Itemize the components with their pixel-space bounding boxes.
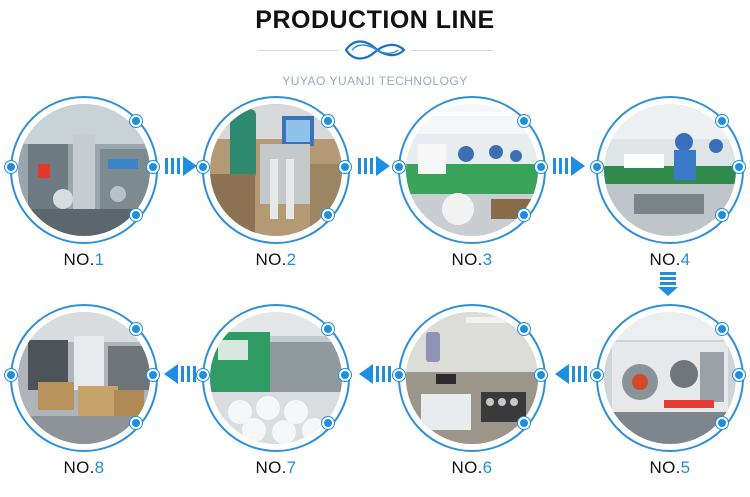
title-divider-right [412,50,492,51]
connector-dot [322,323,334,335]
triple-chevron-arrow-icon [553,156,585,176]
wave-emblem-icon [344,40,406,60]
connector-dot [591,369,603,381]
connector-dot [5,369,17,381]
connector-dot [591,161,603,173]
step-7 [197,304,351,452]
step-label-6: NO.6 [451,458,493,477]
step-label-2: NO.2 [255,250,297,269]
connector-dot [733,369,745,381]
page-title: PRODUCTION LINE [255,6,495,34]
printing-machine-photo [604,312,736,444]
connector-dot [716,323,728,335]
step-label-4: NO.4 [649,250,691,269]
connector-dot [130,323,142,335]
connector-dot [130,209,142,221]
triple-chevron-arrow-icon [359,364,391,384]
connector-dot [518,209,530,221]
connector-dot [518,417,530,429]
connector-dot [518,323,530,335]
connector-dot [322,209,334,221]
connector-dot [147,369,159,381]
connector-dot [535,161,547,173]
step-label-3: NO.3 [451,250,493,269]
triple-chevron-arrow-icon [165,156,197,176]
triple-chevron-arrow-icon [164,364,196,384]
triple-chevron-arrow-icon [658,272,678,296]
triple-chevron-arrow-icon [555,364,587,384]
step-5 [591,304,745,452]
connector-dot [130,417,142,429]
connector-dot [733,161,745,173]
page-subtitle: YUYAO YUANJI TECHNOLOGY [282,74,468,88]
step-label-1: NO.1 [63,250,105,269]
triple-chevron-arrow-icon [358,156,390,176]
connector-dot [197,369,209,381]
connector-dot [518,115,530,127]
connector-dot [147,161,159,173]
connector-dot [339,161,351,173]
connector-dot [535,369,547,381]
step-6 [393,304,547,452]
step-4 [591,96,745,244]
connector-dot [393,369,405,381]
connector-dot [393,161,405,173]
step-8 [5,304,159,452]
connector-dot [716,209,728,221]
step-label-7: NO.7 [255,458,297,477]
title-divider-left [258,50,338,51]
connector-dot [716,417,728,429]
connector-dot [339,369,351,381]
connector-dot [130,115,142,127]
step-3 [393,96,547,244]
connector-dot [197,161,209,173]
connector-dot [322,115,334,127]
step-1 [5,96,159,244]
connector-dot [322,417,334,429]
step-label-5: NO.5 [649,458,691,477]
step-label-8: NO.8 [63,458,105,477]
connector-dot [716,115,728,127]
connector-dot [5,161,17,173]
step-2 [197,96,351,244]
